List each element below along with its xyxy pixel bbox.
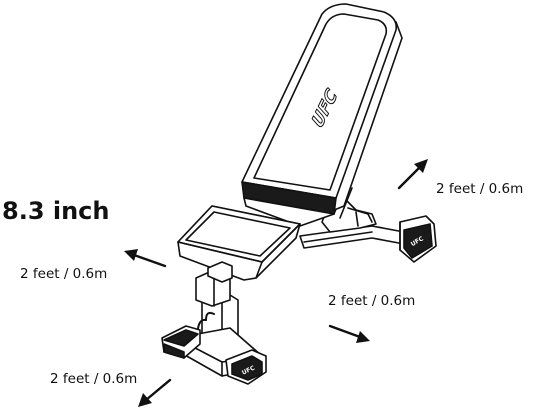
front-left-foot	[161, 325, 201, 359]
front-right-foot: UFC	[225, 349, 267, 385]
arrow-bottom-left	[138, 378, 172, 407]
clearance-label-right: 2 feet / 0.6m	[328, 293, 416, 309]
clearance-label-top-right: 2 feet / 0.6m	[436, 181, 524, 197]
arrow-top-right	[397, 159, 428, 190]
height-label: 8.3 inch	[2, 197, 110, 225]
seat-pad	[177, 205, 301, 281]
arrow-left	[124, 249, 167, 268]
clearance-arrows	[124, 159, 428, 407]
clearance-label-bottom-left: 2 feet / 0.6m	[50, 371, 138, 387]
arrow-right	[328, 324, 370, 343]
backrest-pad: UFC	[241, 3, 403, 227]
clearance-label-left: 2 feet / 0.6m	[20, 266, 108, 282]
bench-illustration: UFC UFC	[161, 3, 437, 385]
